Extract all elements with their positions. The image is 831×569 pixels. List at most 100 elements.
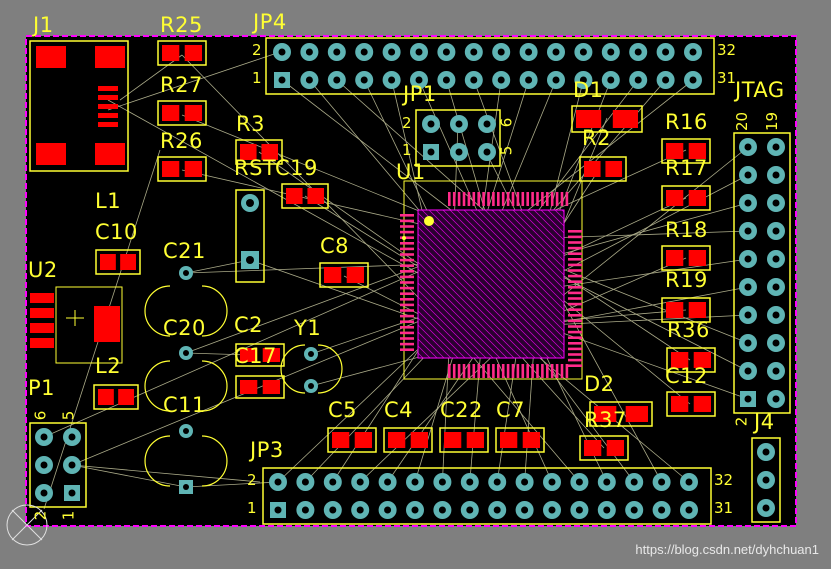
label-d2: D2 <box>584 372 615 396</box>
label-c20: C20 <box>163 316 206 340</box>
smd-pad <box>286 188 303 204</box>
pin-number: 1 <box>59 510 78 521</box>
smd-pad <box>307 188 324 204</box>
pin-number: 1 <box>247 499 257 517</box>
smd-pad <box>346 267 364 283</box>
smd-outline <box>579 435 629 461</box>
component-u2[interactable] <box>30 286 123 364</box>
label-l2: L2 <box>95 354 122 378</box>
label-c4: C4 <box>384 398 414 422</box>
label-r26: R26 <box>160 129 203 153</box>
pin-number: 5 <box>497 145 516 156</box>
label-c17: C17 <box>234 344 277 368</box>
smd-pad <box>666 190 684 206</box>
label-c11: C11 <box>163 393 206 417</box>
smd-pad <box>522 432 540 448</box>
through-hole-pads[interactable] <box>35 43 785 519</box>
smd-pad <box>184 45 202 61</box>
label-r36: R36 <box>667 318 710 342</box>
label-jp3: JP3 <box>250 438 284 462</box>
smd-outline <box>281 183 329 209</box>
smd-outline <box>589 401 653 427</box>
smd-pad <box>500 432 518 448</box>
smd-outline <box>319 262 369 288</box>
p1-outline <box>29 422 87 508</box>
smd-outline <box>439 427 489 453</box>
pin-number: 2 <box>31 510 50 521</box>
label-r17: R17 <box>665 156 708 180</box>
label-jp4: JP4 <box>253 10 287 34</box>
smd-pad <box>594 406 617 422</box>
smd-pad <box>605 161 622 177</box>
label-c10: C10 <box>95 220 138 244</box>
label-c21: C21 <box>163 239 206 263</box>
smd-components[interactable] <box>93 40 716 461</box>
smd-pad <box>666 143 684 159</box>
smd-pad <box>410 432 428 448</box>
smd-pad <box>688 190 706 206</box>
smd-pad <box>688 302 706 318</box>
label-p1: P1 <box>28 376 56 400</box>
smd-pad <box>332 432 350 448</box>
pin-number: 6 <box>31 410 50 421</box>
component-elcaps[interactable] <box>144 266 228 494</box>
label-c7: C7 <box>496 398 526 422</box>
component-y1[interactable] <box>280 344 343 394</box>
smd-outline <box>235 139 283 165</box>
smd-pad <box>120 254 136 270</box>
label-r27: R27 <box>160 73 203 97</box>
smd-pad <box>671 396 689 412</box>
pin-number: 19 <box>763 111 782 132</box>
component-rst[interactable] <box>235 189 265 283</box>
smd-outline <box>235 343 285 367</box>
label-c19: C19 <box>275 156 318 180</box>
smd-pad <box>240 144 257 160</box>
smd-pad <box>354 432 372 448</box>
smd-pad <box>688 250 706 266</box>
label-c22: C22 <box>440 398 483 422</box>
smd-outline <box>157 156 207 182</box>
component-u1[interactable] <box>400 180 583 380</box>
pin-number: 31 <box>714 499 734 517</box>
smd-pad <box>671 352 689 368</box>
smd-pad <box>584 440 602 456</box>
smd-pad <box>693 396 711 412</box>
label-u2: U2 <box>28 258 58 282</box>
smd-pad <box>240 348 258 362</box>
smd-pad <box>100 254 116 270</box>
label-j4: J4 <box>754 410 775 434</box>
smd-pad <box>118 389 134 405</box>
pin-number: 2 <box>247 471 257 489</box>
pin-number: 20 <box>733 111 752 132</box>
label-r37: R37 <box>584 408 627 432</box>
label-rst: RST <box>234 156 277 180</box>
smd-outline <box>666 347 716 373</box>
smd-pad <box>184 161 202 177</box>
smd-pad <box>98 389 114 405</box>
smd-pad <box>612 110 638 128</box>
smd-pad <box>688 143 706 159</box>
label-r18: R18 <box>665 218 708 242</box>
jp3-outline <box>262 467 712 525</box>
label-r3: R3 <box>236 112 265 136</box>
smd-pad <box>184 105 202 121</box>
label-c5: C5 <box>328 398 358 422</box>
label-j1: J1 <box>33 13 54 37</box>
component-j1[interactable] <box>29 40 129 172</box>
smd-outline <box>383 427 433 453</box>
smd-pad <box>576 110 602 128</box>
smd-pad <box>162 161 180 177</box>
smd-outline <box>95 249 141 275</box>
label-r2: R2 <box>582 126 611 150</box>
smd-pad <box>240 380 258 394</box>
label-u1: U1 <box>396 160 426 184</box>
jtag-outline <box>733 132 791 414</box>
smd-pad <box>606 440 624 456</box>
smd-pad <box>466 432 484 448</box>
pin-number: 2 <box>252 41 262 59</box>
smd-pad <box>444 432 462 448</box>
pin-number: 32 <box>717 41 737 59</box>
pin1-marker <box>424 216 434 226</box>
pin-number: 31 <box>717 69 737 87</box>
